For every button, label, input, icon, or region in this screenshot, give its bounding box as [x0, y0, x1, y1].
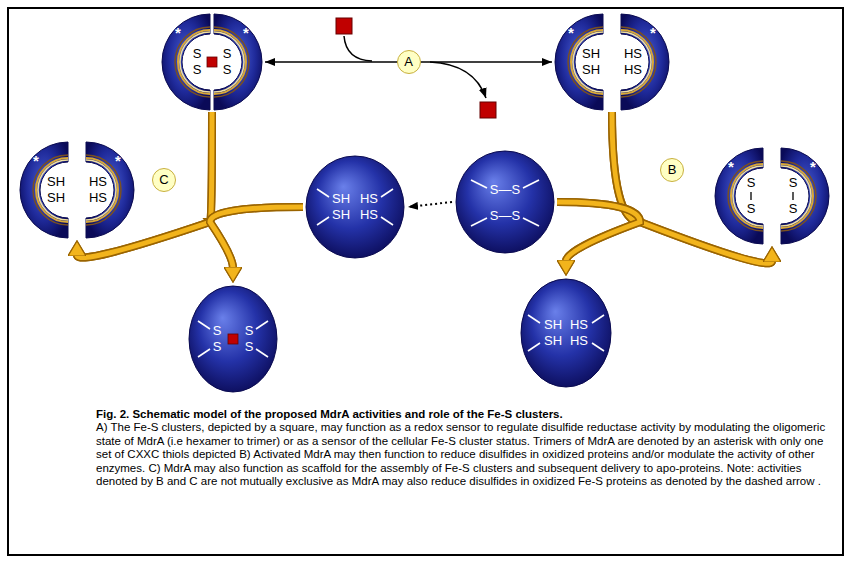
thiol-bond [592, 343, 604, 351]
activity-arrow [77, 112, 212, 258]
thiol-label: SH SH [544, 317, 562, 349]
subunit-stripe [38, 160, 68, 220]
thiol-bond [528, 315, 540, 323]
protein-dimer: * * SH SH HS HS [555, 14, 669, 110]
thiol-label: S S [747, 170, 756, 222]
caption-title: Fig. 2. Schematic model of the proposed … [96, 408, 835, 421]
fe-s-cluster-leaving [430, 62, 496, 118]
thiol-label: S S [789, 170, 798, 222]
protein-subunit [781, 148, 829, 244]
trimer-asterisk: * [33, 153, 39, 168]
arrow-outline [77, 112, 212, 258]
subunit-stripe [621, 32, 651, 92]
thiol-label: S S [213, 323, 222, 355]
thiol-bond [317, 189, 329, 197]
thiol-bond [592, 315, 604, 323]
arrow-body [210, 207, 303, 268]
pathway-letter: B [660, 158, 684, 182]
thiol-bond [198, 321, 210, 329]
caption-text: A) The Fe-S clusters, depicted by a squa… [96, 421, 838, 488]
subunit-stripe [733, 166, 763, 226]
protein-oval: SH SH HS HS [520, 278, 612, 388]
protein-subunit [20, 142, 68, 238]
thiol-label: HS HS [624, 46, 642, 78]
subunit-stripe [573, 32, 603, 92]
protein-dimer: * * SH SH HS HS [20, 142, 134, 238]
protein-oval: S—S S—S [455, 150, 555, 254]
activity-arrow [557, 202, 640, 261]
node-shape [305, 155, 405, 259]
protein-subunit [214, 14, 262, 110]
disulfide-bond [792, 192, 793, 200]
subunit-stripe [214, 32, 244, 92]
protein-body [306, 156, 404, 258]
protein-subunit [555, 14, 603, 110]
pathway-letter: A [397, 50, 421, 74]
thiol-bond [528, 343, 540, 351]
thiol-label: HS HS [89, 174, 107, 206]
figure-caption-block: Fig. 2. Schematic model of the proposed … [96, 408, 838, 488]
thiol-bond [471, 180, 487, 188]
protein-body [189, 286, 277, 392]
thiol-bond [523, 180, 539, 188]
thiol-label: S—S [490, 208, 520, 224]
thiol-label: S S [223, 46, 232, 78]
thiol-label: HS HS [360, 191, 378, 223]
thiol-bond [256, 349, 268, 357]
thiol-bond [381, 217, 393, 225]
thiol-bond [523, 218, 539, 226]
disulfide-bond [750, 192, 751, 200]
thiol-label: SH SH [332, 191, 350, 223]
node-shape [188, 285, 278, 393]
thiol-label: S S [245, 323, 254, 355]
arrow-outline [557, 202, 640, 261]
trimer-asterisk: * [243, 25, 249, 40]
pathway-letter: C [152, 168, 176, 192]
arrow-body [557, 202, 640, 261]
fe-s-cluster [228, 334, 238, 344]
thiol-bond [256, 321, 268, 329]
protein-subunit [621, 14, 669, 110]
arrow-body [77, 112, 212, 258]
thiol-bond [198, 349, 210, 357]
node-shape [455, 150, 555, 254]
protein-dimer: * * S S S S [715, 148, 829, 244]
subunit-stripe [86, 160, 116, 220]
protein-body [521, 279, 611, 387]
node-shape [520, 278, 612, 388]
thiol-bond [317, 217, 329, 225]
thiol-bond [471, 218, 487, 226]
trimer-asterisk: * [810, 159, 816, 174]
fe-s-cluster [207, 57, 217, 67]
fe-s-cluster-entering [336, 18, 372, 61]
protein-body [456, 151, 554, 253]
protein-subunit [162, 14, 210, 110]
trimer-asterisk: * [568, 25, 574, 40]
thiol-label: S S [193, 46, 202, 78]
thiol-label: HS HS [570, 317, 588, 349]
thiol-label: SH SH [47, 174, 65, 206]
protein-dimer: * * S S S S [162, 14, 262, 110]
protein-subunit [86, 142, 134, 238]
dashed-arrow [408, 202, 452, 207]
activity-arrow [210, 207, 303, 268]
subunit-stripe [781, 166, 811, 226]
figure-frame [7, 7, 844, 556]
thiol-bond [381, 189, 393, 197]
thiol-label: S—S [490, 182, 520, 198]
trimer-asterisk: * [650, 25, 656, 40]
arrow-outline [210, 207, 303, 268]
protein-oval: S SS S [188, 285, 278, 393]
thiol-label: SH SH [582, 46, 600, 78]
protein-subunit [715, 148, 763, 244]
trimer-asterisk: * [728, 159, 734, 174]
trimer-asterisk: * [115, 153, 121, 168]
trimer-asterisk: * [175, 25, 181, 40]
subunit-stripe [180, 32, 210, 92]
protein-oval: SH SH HS HS [305, 155, 405, 259]
